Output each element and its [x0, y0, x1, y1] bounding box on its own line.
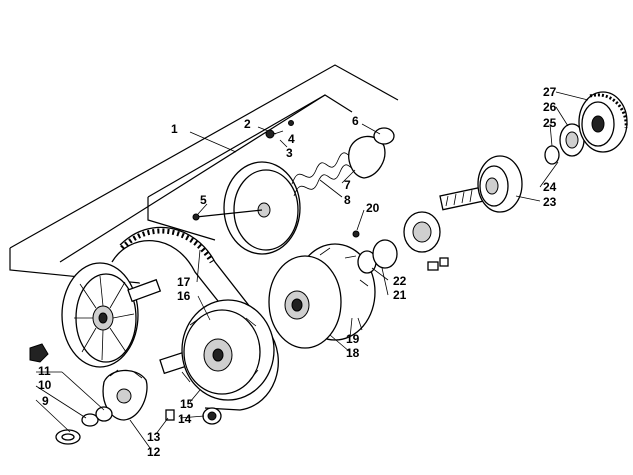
- callout-22: 22: [393, 274, 407, 288]
- callout-16: 16: [177, 289, 191, 303]
- callout-21: 21: [393, 288, 407, 302]
- callout-2: 2: [244, 117, 251, 131]
- weight-arm: [102, 369, 148, 421]
- callout-7: 7: [344, 178, 351, 192]
- callout-18: 18: [346, 346, 360, 360]
- fixed-sheave: [192, 161, 301, 255]
- callout-5: 5: [200, 193, 207, 207]
- leader-lines: [35, 91, 589, 449]
- callout-17: 17: [177, 275, 191, 289]
- bearing-set: [352, 211, 449, 274]
- callout-6: 6: [352, 114, 359, 128]
- callout-20: 20: [366, 201, 380, 215]
- callout-26: 26: [543, 100, 557, 114]
- output-shaft: [439, 155, 523, 213]
- callout-24: 24: [543, 180, 557, 194]
- callout-14: 14: [178, 412, 192, 426]
- callout-4: 4: [288, 132, 295, 146]
- callout-1: 1: [171, 122, 178, 136]
- callout-10: 10: [38, 378, 52, 392]
- spider-assembly: [159, 299, 275, 401]
- callout-13: 13: [147, 430, 161, 444]
- callout-15: 15: [180, 397, 194, 411]
- callout-labels: 1 2 3 4 5 6 7 8 9 10 11 12 13 14 15 16 1…: [38, 85, 557, 459]
- assembly-brackets: [9, 64, 399, 284]
- driven-sheave: [268, 243, 376, 349]
- callout-23: 23: [543, 195, 557, 209]
- callout-25: 25: [543, 116, 557, 130]
- drive-sheave: [61, 262, 162, 368]
- callout-12: 12: [147, 445, 161, 459]
- callout-3: 3: [286, 146, 293, 160]
- callout-8: 8: [344, 193, 351, 207]
- callout-27: 27: [543, 85, 557, 99]
- output-gear-assembly: [544, 91, 628, 165]
- callout-9: 9: [42, 394, 49, 408]
- callout-19: 19: [346, 332, 360, 346]
- spring-and-cam: [265, 120, 395, 197]
- callout-11: 11: [38, 364, 51, 378]
- bottom-hardware: [29, 343, 222, 445]
